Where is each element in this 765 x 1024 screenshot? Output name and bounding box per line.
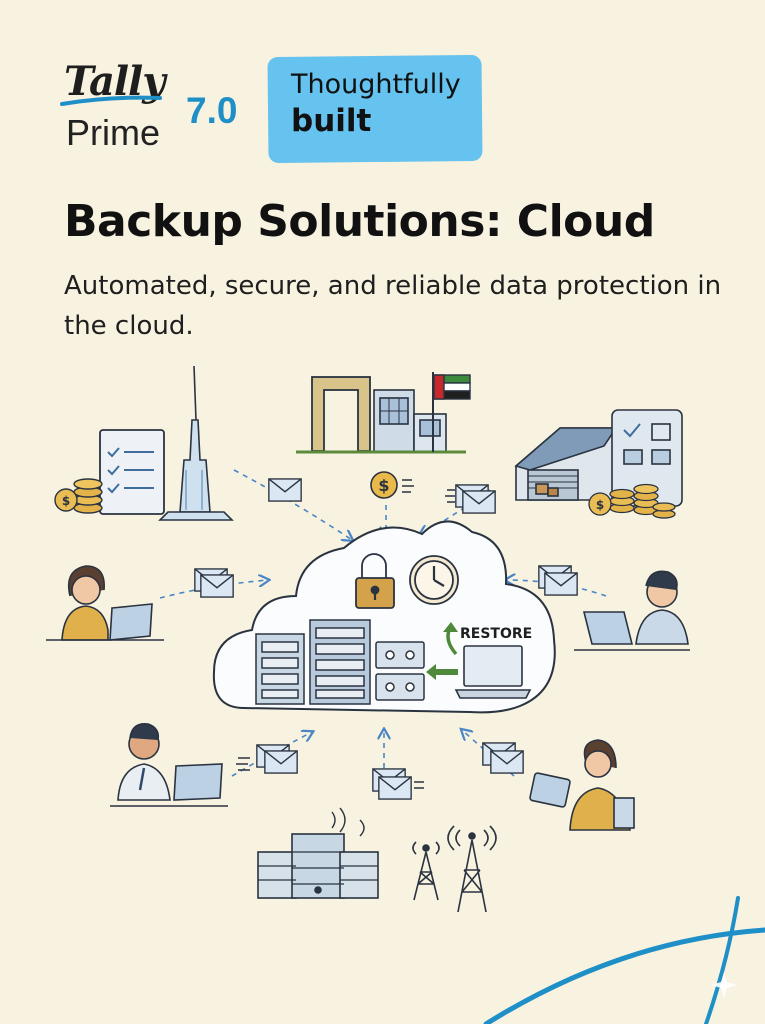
dollar-coin-icon: $ [370, 471, 414, 499]
restore-arrow-icon [426, 622, 458, 680]
svg-text:$: $ [378, 476, 389, 495]
sparkle-icon [711, 972, 737, 998]
logo-swoosh-icon [60, 95, 162, 106]
person-tablet-icon [529, 739, 635, 831]
server-rack-icon [255, 619, 371, 705]
warehouse-icon [514, 427, 618, 501]
landmark-frame-icon [311, 376, 371, 453]
person-laptop-left-icon [46, 565, 164, 641]
restore-label: RESTORE [460, 626, 532, 642]
person-laptop-right-icon [574, 570, 690, 651]
svg-text:$: $ [62, 494, 70, 508]
coin-stack-icon: $ [54, 478, 103, 514]
svg-text:$: $ [596, 498, 604, 512]
brand-logo-product: Prime [66, 112, 161, 153]
page-subtitle: Automated, secure, and reliable data pro… [64, 271, 722, 341]
version-badge: 7.0 [186, 90, 238, 131]
padlock-icon [355, 553, 395, 609]
checklist-document-icon [99, 429, 165, 515]
dashboard-screen-icon [611, 409, 683, 507]
radio-tower-icon [412, 825, 497, 913]
person-laptop-bottom-left-icon [110, 722, 228, 807]
server-stack-icon [257, 807, 379, 899]
coin-stacks-icon: $ [588, 483, 676, 519]
skyscraper-icon [158, 365, 234, 521]
tagline: Thoughtfully built [291, 66, 481, 140]
tagline-line-1: Thoughtfully [291, 69, 461, 100]
office-building-icon [296, 389, 466, 454]
page-title: Backup Solutions: Cloud [64, 196, 655, 247]
laptop-icon [454, 645, 532, 699]
tape-drive-icon [375, 641, 425, 701]
clock-icon [409, 555, 459, 605]
flag-icon [432, 372, 471, 452]
corner-swoosh-decoration [483, 896, 765, 1024]
tagline-line-2: built [291, 103, 372, 139]
